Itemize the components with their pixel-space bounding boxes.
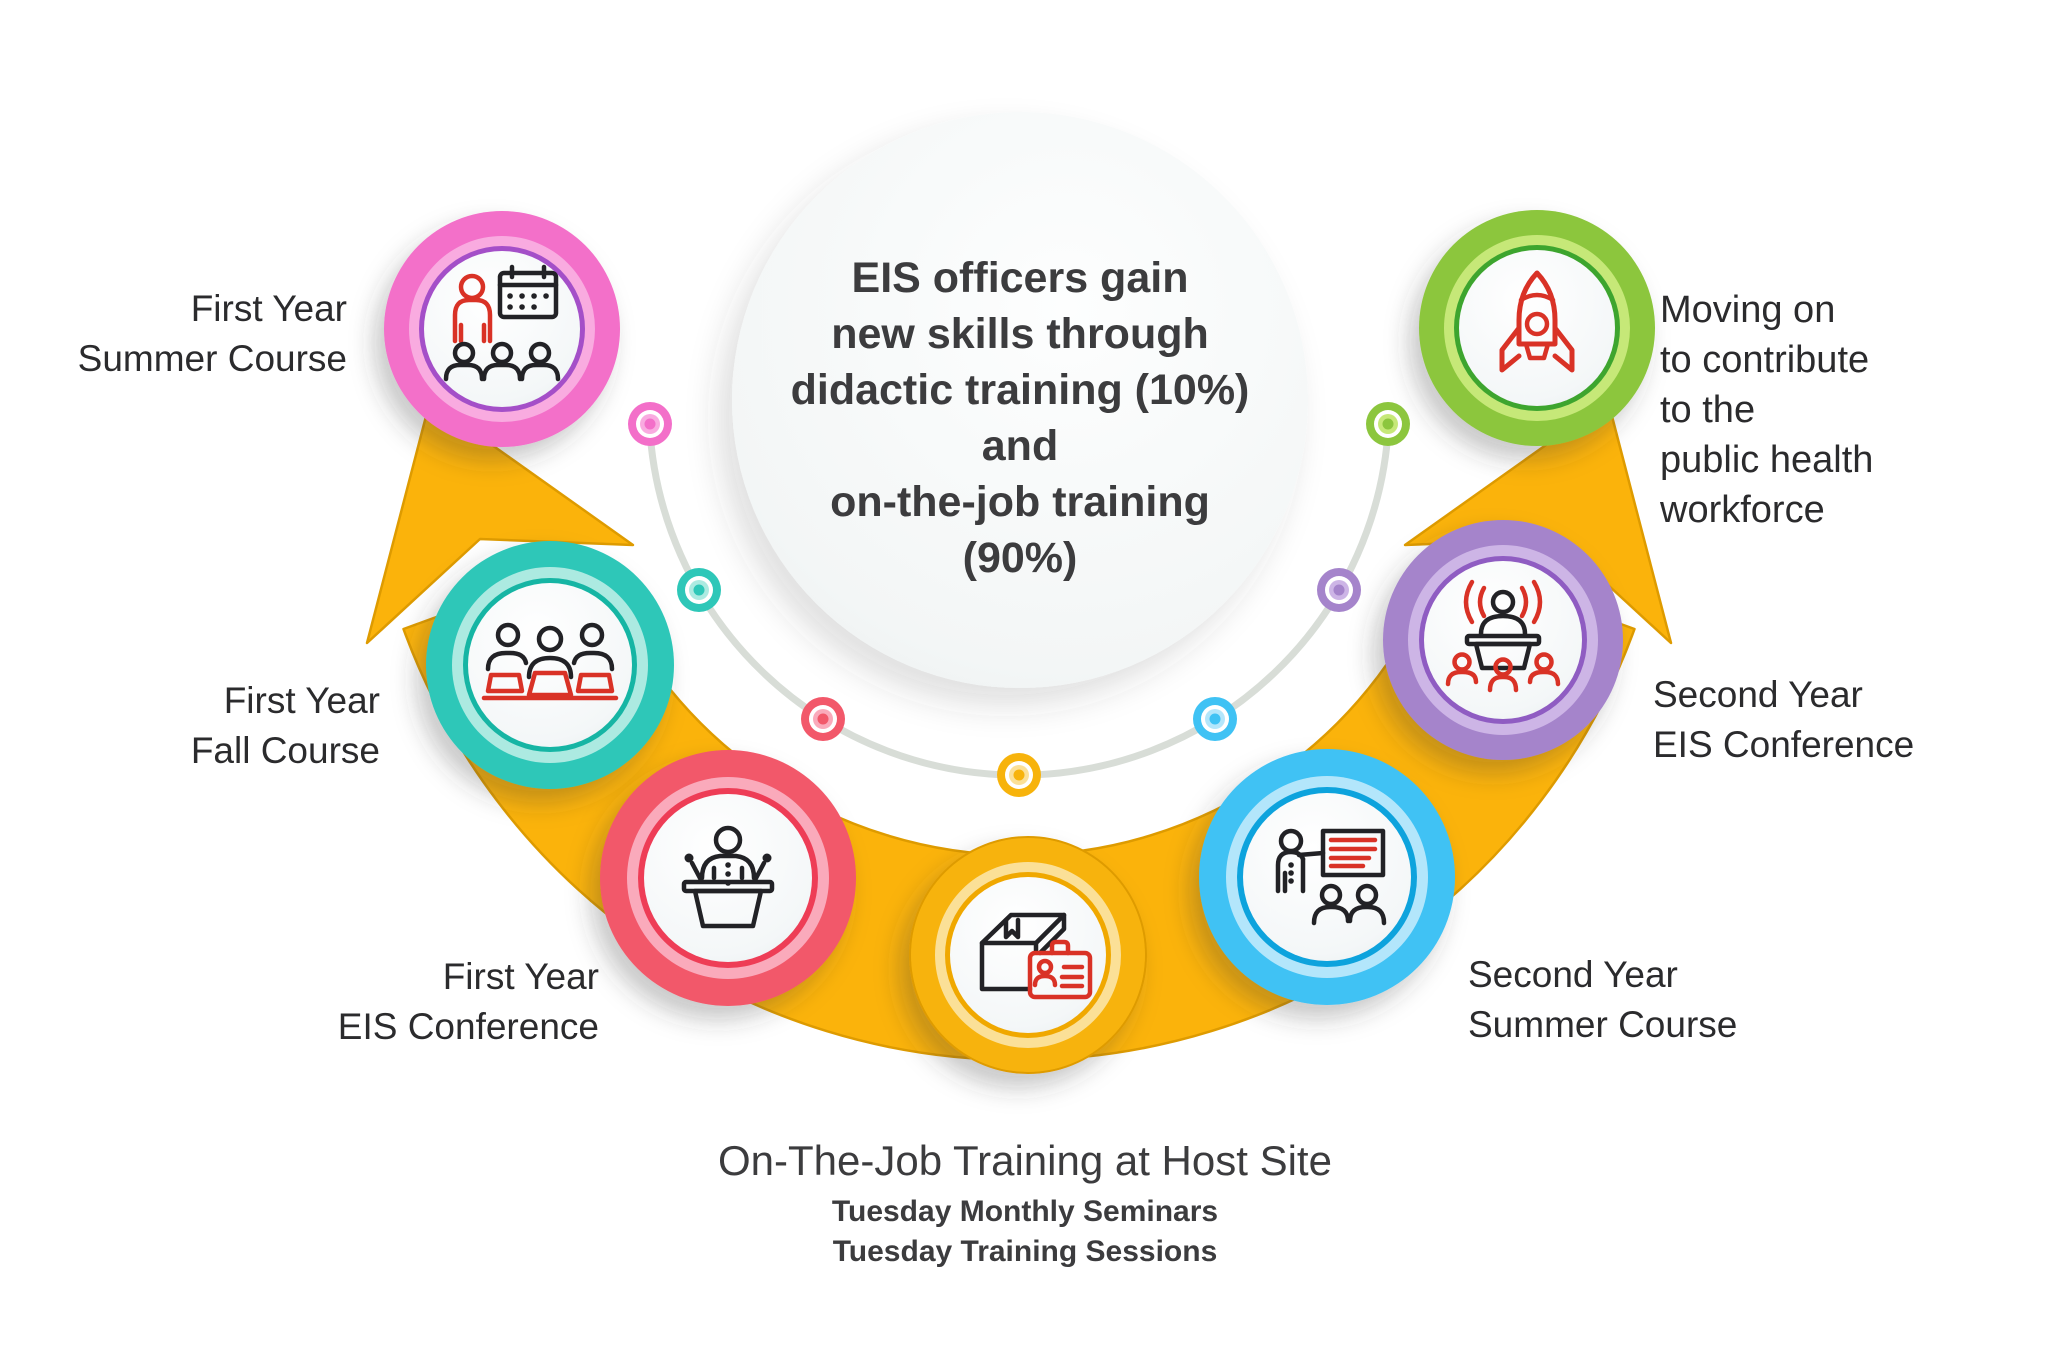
stage-first-year-summer-course [384, 211, 620, 447]
rocket-icon [1499, 270, 1575, 373]
progress-dot-gold [997, 753, 1041, 797]
progress-dot-purple [1317, 568, 1361, 612]
podium-speaker-icon [681, 825, 775, 929]
progress-dot-green [1366, 402, 1410, 446]
stage-first-year-eis-conference [600, 750, 856, 1006]
center-circle-text: EIS officers gain new skills through did… [790, 254, 1250, 582]
label-first-year-summer-course: First Year Summer Course [77, 288, 347, 379]
label-first-year-fall-course: First Year Fall Course [190, 680, 380, 771]
stage-moving-on [1419, 210, 1655, 446]
book-idcard-icon [979, 912, 1093, 1000]
label-on-the-job-subtitle: Tuesday Monthly Seminars Tuesday Trainin… [831, 1195, 1219, 1268]
label-first-year-eis-conference: First Year EIS Conference [337, 956, 599, 1047]
progress-dot-teal [677, 568, 721, 612]
progress-dot-blue [1193, 697, 1237, 741]
stage-on-the-job-training [909, 836, 1147, 1074]
arrowhead-left [365, 399, 635, 645]
progress-dot-pink [628, 402, 672, 446]
label-second-year-eis-conference: Second Year EIS Conference [1653, 674, 1915, 765]
stage-first-year-fall-course [426, 541, 674, 789]
stage-second-year-summer-course [1199, 749, 1455, 1005]
label-second-year-summer-course: Second Year Summer Course [1468, 954, 1738, 1045]
label-on-the-job-title: On-The-Job Training at Host Site [718, 1137, 1332, 1184]
instructor-calendar-audience-icon [443, 264, 561, 382]
label-moving-on: Moving on to contribute to the public he… [1660, 289, 1874, 531]
progress-dot-coral [801, 697, 845, 741]
center-circle [732, 112, 1308, 688]
stage-second-year-eis-conference [1383, 520, 1623, 760]
conference-speaker-icon [1445, 579, 1561, 693]
presenter-board-icon [1275, 828, 1387, 926]
students-laptops-icon [481, 622, 619, 701]
